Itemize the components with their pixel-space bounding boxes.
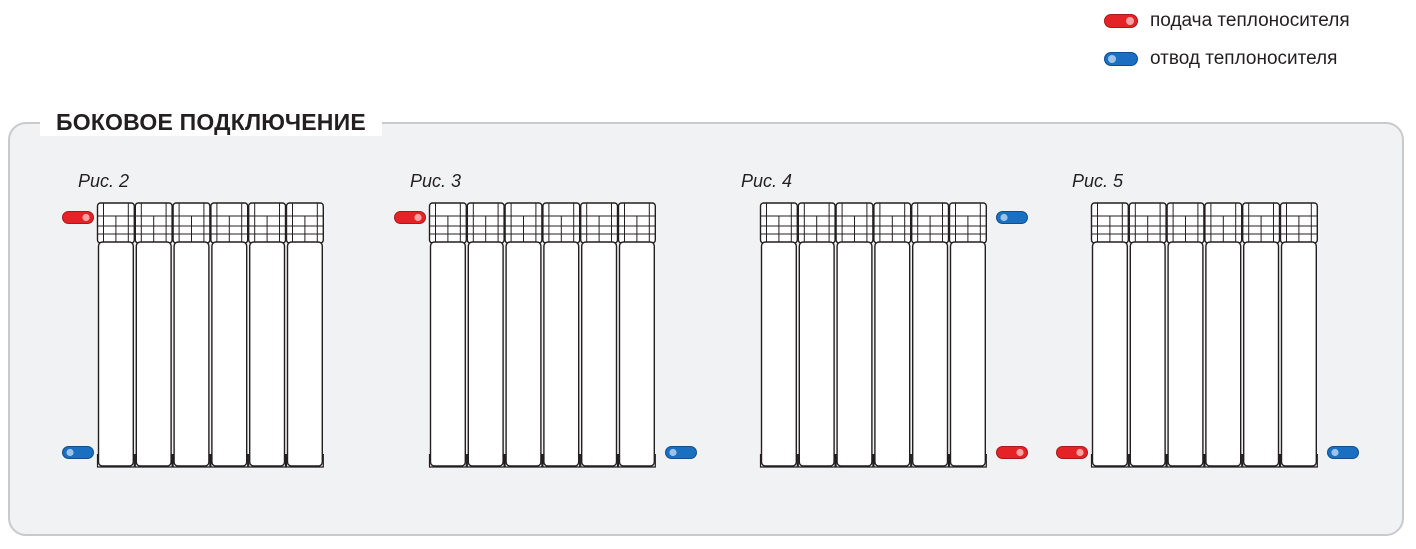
supply-pipe-icon <box>995 446 1028 459</box>
legend-return: отвод теплоносителя <box>1104 46 1404 72</box>
supply-pipe-icon <box>1056 446 1088 459</box>
radiator-diagram <box>759 202 987 468</box>
radiator-section <box>285 202 324 468</box>
radiator-section <box>504 202 543 468</box>
supply-pipe-icon <box>1104 14 1138 28</box>
supply-pipe-icon <box>62 211 94 224</box>
radiator-section <box>96 202 135 468</box>
figure-side-connection-4: Рис. 5 <box>1054 170 1359 470</box>
legend-supply: подача теплоносителя <box>1104 8 1404 34</box>
legend-supply-label: подача теплоносителя <box>1150 10 1350 31</box>
return-pipe-icon <box>995 211 1028 224</box>
radiator-section <box>210 202 249 468</box>
supply-pipe-icon <box>394 211 426 224</box>
radiator-section <box>797 202 836 468</box>
figure-caption: Рис. 5 <box>1072 171 1124 191</box>
panel-title: БОКОВОЕ ПОДКЛЮЧЕНИЕ <box>40 108 382 136</box>
radiator-diagram <box>1090 202 1318 468</box>
radiator-section <box>835 202 874 468</box>
radiator-section <box>910 202 950 468</box>
radiator-section <box>1166 202 1205 468</box>
figure-side-connection-2: Рис. 3 <box>392 170 697 470</box>
return-pipe-icon <box>1326 446 1359 459</box>
radiator-section <box>247 202 287 468</box>
legend-return-label: отвод теплоносителя <box>1150 48 1338 69</box>
radiator-section <box>873 202 912 468</box>
figure-caption: Рис. 3 <box>410 171 462 191</box>
return-pipe-icon <box>62 446 94 459</box>
radiator-section <box>428 202 467 468</box>
radiator-diagram <box>428 202 656 468</box>
radiator-section <box>579 202 619 468</box>
radiator-section <box>1090 202 1129 468</box>
radiator-diagram <box>96 202 324 468</box>
radiator-section <box>542 202 581 468</box>
legend: подача теплоносителя отвод теплоносителя <box>1104 8 1404 84</box>
radiator-section <box>1128 202 1167 468</box>
radiator-section <box>466 202 505 468</box>
figure-side-connection-3: Рис. 4 <box>723 170 1028 470</box>
radiator-section <box>134 202 173 468</box>
figure-side-connection-1: Рис. 2 <box>60 170 360 470</box>
figure-caption: Рис. 4 <box>741 171 793 191</box>
radiator-section <box>1279 202 1318 468</box>
radiator-section <box>172 202 211 468</box>
radiator-section <box>617 202 656 468</box>
return-pipe-icon <box>664 446 697 459</box>
radiator-section <box>759 202 798 468</box>
radiator-section <box>1241 202 1281 468</box>
radiator-section <box>1204 202 1243 468</box>
return-pipe-icon <box>1104 52 1138 66</box>
radiator-section <box>948 202 987 468</box>
figure-caption: Рис. 2 <box>78 171 130 191</box>
